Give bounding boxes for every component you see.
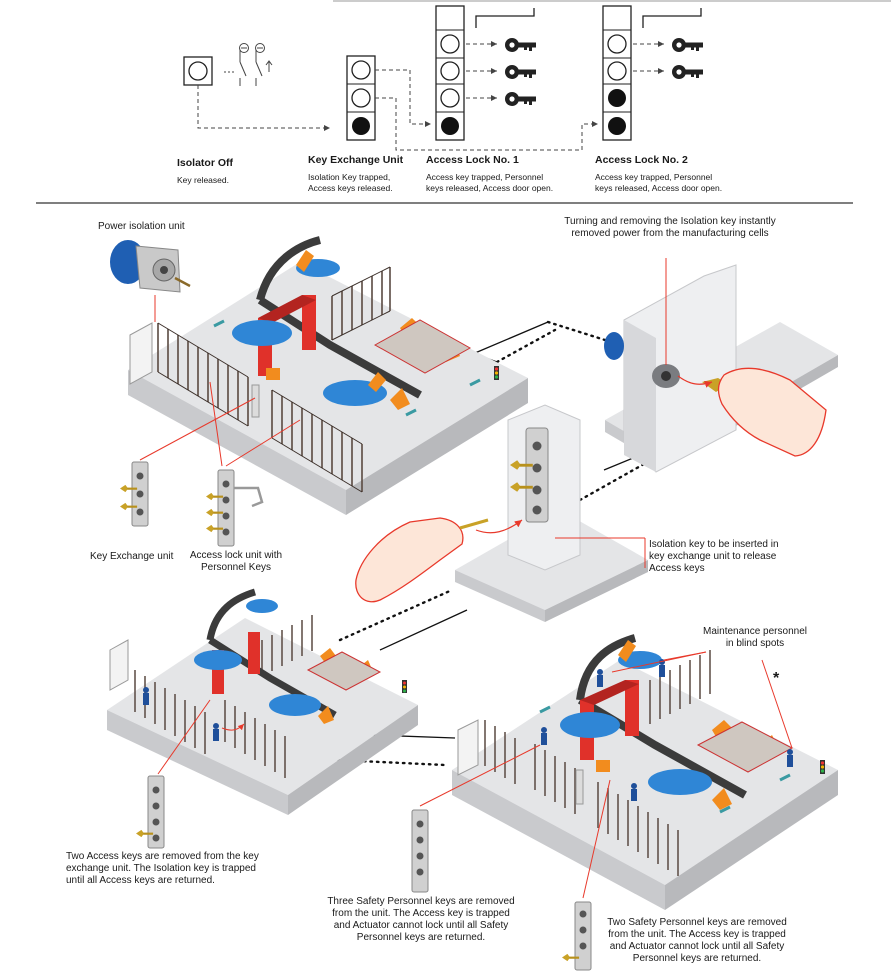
two-safety-label-1: Two Safety Personnel keys are removed <box>607 917 787 928</box>
maintenance-label-2: in blind spots <box>725 638 785 649</box>
three-safety-label-2: from the unit. The Access key is trapped <box>332 908 510 919</box>
personnel-key-icon <box>672 38 703 52</box>
three-safety-label-4: Personnel keys are returned. <box>356 932 486 943</box>
two-safety-label-3: and Actuator cannot lock until all Safet… <box>609 941 785 952</box>
key-exchange-unit-label: Key Exchange unit <box>90 551 174 562</box>
isolator-desc: Key released. <box>177 175 229 185</box>
turning-removing-label-1: Turning and removing the Isolation key i… <box>564 216 776 227</box>
callout-lines-maintenance <box>611 651 793 749</box>
isolator-switch <box>183 43 273 86</box>
isolator-wall-scene <box>604 264 838 473</box>
isolation-key-label-3: Access keys <box>649 563 705 574</box>
safety-keys-device-two <box>562 901 592 971</box>
callout-lines-top-left <box>139 381 301 467</box>
key-exchange-title: Key Exchange Unit <box>308 154 404 166</box>
access-lock-unit-label-2: Personnel Keys <box>200 562 272 573</box>
access-lock-1-title: Access Lock No. 1 <box>426 154 519 166</box>
factory-cell-top <box>128 236 528 515</box>
two-access-label-3: until all Access keys are returned. <box>66 875 215 886</box>
access-lock-2-title: Access Lock No. 2 <box>595 154 688 166</box>
two-access-label-2: exchange unit. The Isolation key is trap… <box>66 863 256 874</box>
factory-cell-bottom-right <box>452 634 838 910</box>
two-access-label-1: Two Access keys are removed from the key <box>66 851 259 862</box>
safety-keys-device-three <box>411 809 429 893</box>
access-lock-1-schematic <box>435 5 536 141</box>
asterisk-mark: * <box>773 670 780 687</box>
personnel-key-icon <box>505 92 536 106</box>
key-exchange-desc-2: Access keys released. <box>308 183 393 193</box>
isolation-key-label-2: key exchange unit to release <box>649 551 777 562</box>
factory-cell-bottom-left <box>107 588 418 815</box>
power-isolation-unit <box>110 240 191 293</box>
isolator-title: Isolator Off <box>177 157 234 169</box>
top-flow-diagram <box>36 0 891 204</box>
power-isolation-unit-label: Power isolation unit <box>98 221 185 232</box>
three-safety-label-1: Three Safety Personnel keys are removed <box>327 896 515 907</box>
two-safety-label-2: from the unit. The Access key is trapped <box>608 929 786 940</box>
access-lock-unit-label-1: Access lock unit with <box>189 550 283 561</box>
access-lock-2-schematic <box>602 5 703 141</box>
key-exchange-unit-device <box>120 461 149 527</box>
three-safety-label-3: and Actuator cannot lock until all Safet… <box>333 920 509 931</box>
maintenance-label-1: Maintenance personnel <box>703 626 807 637</box>
key-exchange-unit-schematic <box>346 55 376 141</box>
two-safety-label-4: Personnel keys are returned. <box>632 953 762 964</box>
turning-removing-label-2: removed power from the manufacturing cel… <box>571 228 769 239</box>
access-lock-2-desc-2: keys released, Access door open. <box>595 183 723 193</box>
key-exchange-scene <box>355 404 648 622</box>
access-keys-device-bottom-left <box>136 775 165 849</box>
access-lock-1-desc-1: Access key trapped, Personnel <box>426 172 544 182</box>
personnel-key-icon <box>505 65 536 79</box>
key-exchange-desc-1: Isolation Key trapped, <box>308 172 391 182</box>
access-lock-unit-device <box>206 469 264 547</box>
isolation-key-label-1: Isolation key to be inserted in <box>649 539 779 550</box>
access-lock-2-desc-1: Access key trapped, Personnel <box>595 172 713 182</box>
personnel-key-icon <box>505 38 536 52</box>
personnel-key-icon <box>672 65 703 79</box>
access-lock-1-desc-2: keys released, Access door open. <box>426 183 554 193</box>
